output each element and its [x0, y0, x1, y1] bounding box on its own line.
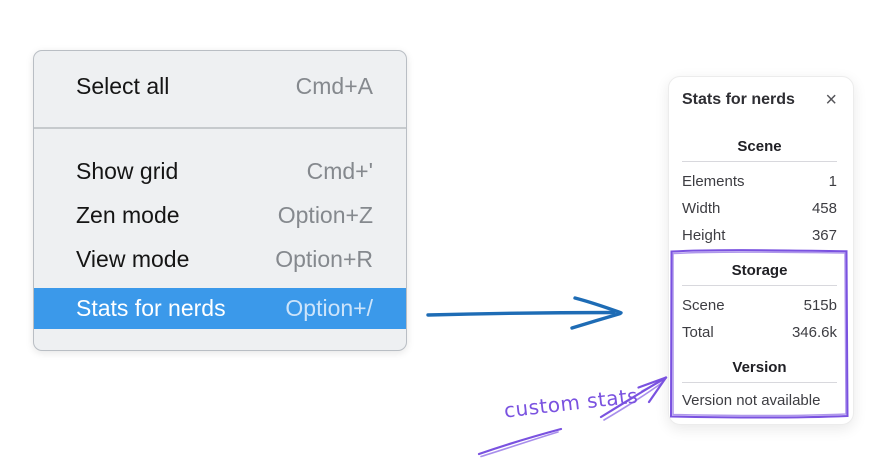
section-divider — [682, 382, 837, 383]
section-divider — [682, 285, 837, 286]
menu-item-shortcut: Cmd+' — [306, 157, 373, 184]
stat-row-width: Width 458 — [682, 195, 837, 222]
storage-section-heading: Storage — [731, 262, 788, 279]
menu-item-stats-for-nerds[interactable]: Stats for nerds Option+/ — [34, 288, 406, 329]
annotation-arrow — [477, 376, 668, 458]
menu-item-shortcut: Option+R — [275, 245, 373, 272]
version-note: Version not available — [682, 392, 821, 409]
flow-arrow — [426, 296, 623, 330]
version-section-heading: Version — [732, 359, 787, 376]
highlight-rectangle — [669, 249, 849, 419]
stat-value: 367 — [811, 227, 837, 244]
menu-item-label: Zen mode — [76, 201, 180, 228]
menu-item-view-mode[interactable]: View mode Option+R — [34, 237, 406, 281]
stat-label: Height — [682, 227, 726, 244]
menu-item-select-all[interactable]: Select all Cmd+A — [34, 64, 406, 108]
stat-label: Elements — [682, 173, 745, 190]
stats-panel-header: Stats for nerds × — [682, 89, 837, 111]
section-divider — [682, 161, 837, 162]
menu-item-shortcut: Option+Z — [277, 201, 373, 228]
stat-row-scene-size: Scene 515b — [682, 292, 837, 319]
stat-value: 515b — [803, 297, 837, 314]
menu-item-label: Select all — [76, 72, 170, 99]
stat-value: 346.6k — [791, 324, 837, 341]
stat-row-elements: Elements 1 — [682, 168, 837, 195]
close-icon[interactable]: × — [825, 89, 837, 111]
stat-value: 1 — [828, 173, 837, 190]
scene-section-heading: Scene — [737, 138, 782, 155]
stat-label: Total — [682, 324, 714, 341]
stat-row-height: Height 367 — [682, 222, 837, 249]
menu-item-show-grid[interactable]: Show grid Cmd+' — [34, 149, 406, 193]
menu-item-label: Show grid — [76, 157, 179, 184]
menu-item-shortcut: Cmd+A — [295, 72, 373, 99]
stat-label: Width — [682, 200, 721, 217]
menu-item-shortcut: Option+/ — [285, 295, 373, 321]
menu-item-label: View mode — [76, 245, 190, 272]
storage-rows: Scene 515b Total 346.6k — [682, 292, 837, 346]
menu-item-label: Stats for nerds — [76, 295, 226, 321]
stat-label: Scene — [682, 297, 725, 314]
context-menu: Select all Cmd+A Show grid Cmd+' Zen mod… — [33, 50, 407, 351]
stat-value: 458 — [811, 200, 837, 217]
stats-panel-title: Stats for nerds — [682, 91, 795, 108]
stat-row-total-size: Total 346.6k — [682, 319, 837, 346]
menu-item-zen-mode[interactable]: Zen mode Option+Z — [34, 193, 406, 237]
menu-divider — [34, 127, 406, 129]
scene-rows: Elements 1 Width 458 Height 367 — [682, 168, 837, 249]
